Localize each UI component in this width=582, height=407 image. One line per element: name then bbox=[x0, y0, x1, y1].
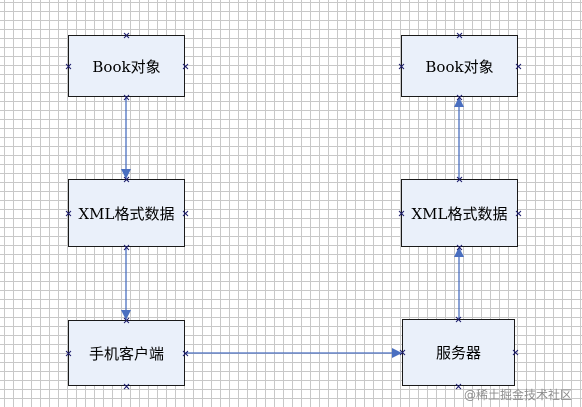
node-label: XML格式数据 bbox=[78, 204, 175, 223]
connection-point-icon[interactable] bbox=[65, 63, 71, 69]
connection-point-icon[interactable] bbox=[456, 316, 462, 322]
connection-point-icon[interactable] bbox=[457, 32, 463, 38]
connection-point-icon[interactable] bbox=[124, 94, 130, 100]
node-book-object-right[interactable]: Book对象 bbox=[401, 35, 518, 97]
watermark-text: @稀土掘金技术社区 bbox=[463, 388, 572, 402]
connection-point-icon[interactable] bbox=[515, 63, 521, 69]
connection-point-icon[interactable] bbox=[124, 383, 130, 389]
connection-point-icon[interactable] bbox=[457, 244, 463, 250]
connection-point-icon[interactable] bbox=[124, 32, 130, 38]
node-mobile-client[interactable]: 手机客户端 bbox=[68, 320, 185, 386]
connection-point-icon[interactable] bbox=[457, 94, 463, 100]
connection-point-icon[interactable] bbox=[399, 350, 405, 356]
node-xml-data-right[interactable]: XML格式数据 bbox=[401, 179, 518, 247]
node-label: Book对象 bbox=[425, 57, 494, 76]
node-label: XML格式数据 bbox=[411, 204, 508, 223]
connection-point-icon[interactable] bbox=[124, 176, 130, 182]
connection-point-icon[interactable] bbox=[124, 317, 130, 323]
connection-point-icon[interactable] bbox=[65, 350, 71, 356]
connection-point-icon[interactable] bbox=[515, 210, 521, 216]
connection-point-icon[interactable] bbox=[124, 244, 130, 250]
connection-point-icon[interactable] bbox=[456, 383, 462, 389]
connection-point-icon[interactable] bbox=[182, 350, 188, 356]
node-label: Book对象 bbox=[92, 57, 161, 76]
connection-point-icon[interactable] bbox=[182, 63, 188, 69]
connection-point-icon[interactable] bbox=[398, 210, 404, 216]
node-book-object-left[interactable]: Book对象 bbox=[68, 35, 185, 97]
node-server[interactable]: 服务器 bbox=[402, 319, 515, 386]
node-xml-data-left[interactable]: XML格式数据 bbox=[68, 179, 185, 247]
node-label: 服务器 bbox=[435, 344, 481, 362]
connection-point-icon[interactable] bbox=[182, 210, 188, 216]
connection-point-icon[interactable] bbox=[65, 210, 71, 216]
node-label: 手机客户端 bbox=[88, 344, 164, 363]
connection-point-icon[interactable] bbox=[512, 350, 518, 356]
connection-point-icon[interactable] bbox=[457, 176, 463, 182]
connection-point-icon[interactable] bbox=[398, 63, 404, 69]
